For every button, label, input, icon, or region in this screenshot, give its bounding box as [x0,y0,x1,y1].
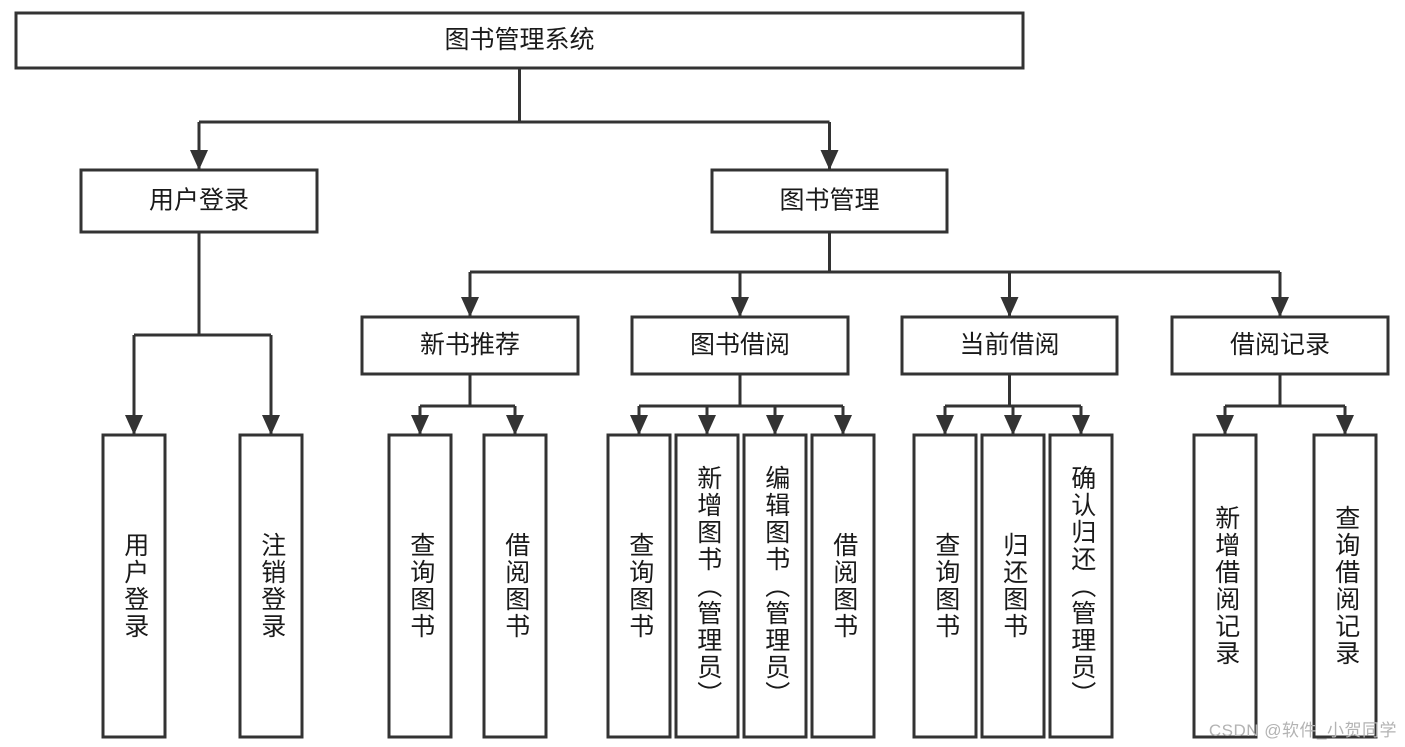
leaf-node-box-查询图书[interactable] [387,433,453,739]
level3-node-label: 新书推荐 [420,331,520,359]
node-box-layer [14,11,1390,739]
connector-arrowhead-book-mgmt-2 [1000,297,1019,317]
connector-arrowhead-l3-1-3 [834,415,852,435]
level2-node-box-用户登录[interactable] [79,168,319,234]
connector-arrowhead-l3-2-1 [1004,415,1022,435]
leaf-node-box-确认归还管理员[interactable] [1048,433,1114,739]
root-node-box-图书管理系统[interactable] [14,11,1025,70]
root-node-label: 图书管理系统 [444,26,594,54]
connector-arrowhead-book-mgmt-3 [1271,297,1289,317]
leaf-node-box-注销登录[interactable] [238,433,304,739]
connector-arrowhead-l3-3-0 [1216,415,1234,435]
connector-arrowhead-l3-2-0 [936,415,954,435]
leaf-node-box-用户登录[interactable] [101,433,167,739]
leaf-node-box-查询图书[interactable] [606,433,672,739]
connector-layer [125,68,1354,435]
connector-arrowhead-l3-1-2 [766,415,784,435]
leaf-node-box-查询图书[interactable] [912,433,978,739]
connector-arrowhead-book-mgmt-1 [731,297,749,317]
connector-arrowhead-user-login-0 [125,415,143,435]
level3-node-box-图书借阅[interactable] [630,315,850,376]
level3-node-label: 当前借阅 [959,331,1059,359]
level3-node-box-当前借阅[interactable] [900,315,1119,376]
connector-arrowhead-l3-0-1 [506,415,524,435]
leaf-node-box-新增图书管理员[interactable] [674,433,740,739]
connector-arrowhead-book-mgmt-0 [461,297,479,317]
level3-node-label: 图书借阅 [690,331,790,359]
connector-arrowhead-l3-1-0 [630,415,648,435]
connector-arrowhead-l3-3-1 [1336,415,1354,435]
level2-node-label: 用户登录 [149,187,249,215]
level3-node-box-新书推荐[interactable] [360,315,580,376]
connector-arrowhead-l3-0-0 [411,415,429,435]
leaf-node-box-编辑图书管理员[interactable] [742,433,808,739]
leaf-node-box-新增借阅记录[interactable] [1192,433,1258,739]
connector-arrowhead-root-1 [820,150,839,170]
leaf-node-box-查询借阅记录[interactable] [1312,433,1378,739]
leaf-node-box-借阅图书[interactable] [810,433,876,739]
watermark-label: CSDN @软件_小贺同学 [1208,721,1397,740]
level2-node-box-图书管理[interactable] [710,168,949,234]
leaf-node-box-借阅图书[interactable] [482,433,548,739]
connector-arrowhead-root-0 [190,150,208,170]
level3-node-label: 借阅记录 [1230,331,1330,359]
level2-node-label: 图书管理 [779,187,879,215]
connector-arrowhead-l3-1-1 [698,415,716,435]
level3-node-box-借阅记录[interactable] [1170,315,1390,376]
connector-arrowhead-user-login-1 [262,415,280,435]
leaf-node-box-归还图书[interactable] [980,433,1046,739]
connector-arrowhead-l3-2-2 [1072,415,1090,435]
